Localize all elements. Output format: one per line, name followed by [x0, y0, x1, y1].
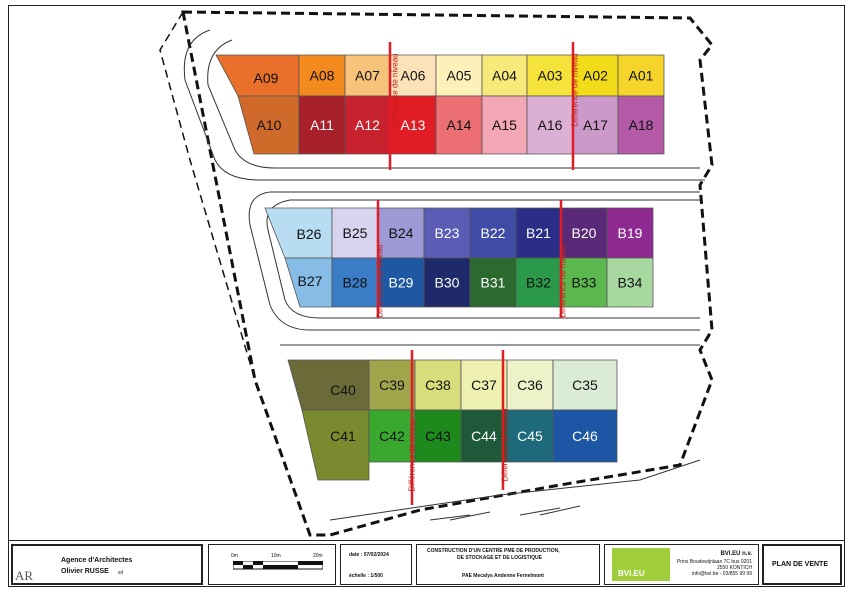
- road-b-outer: [248, 191, 700, 331]
- lot-label-a15: A15: [492, 117, 517, 133]
- lot-c46: [552, 409, 618, 463]
- lot-label-a12: A12: [355, 117, 380, 133]
- lot-label-c46: C46: [572, 428, 598, 444]
- architect-suffix: srl: [118, 570, 124, 576]
- project-location: PAE Mecalys Andenne Fernelmont: [462, 573, 544, 579]
- lot-label-a02: A02: [583, 68, 608, 84]
- level-note-2: Différence de niveau: [571, 53, 580, 126]
- lot-label-b30: B30: [435, 275, 460, 291]
- lot-label-c38: C38: [425, 377, 451, 393]
- lot-label-b31: B31: [481, 275, 506, 291]
- scale-bar: [233, 561, 323, 570]
- lot-a18: [617, 95, 665, 155]
- lot-label-c43: C43: [425, 428, 451, 444]
- scale-tick-0: 0m: [231, 553, 238, 559]
- plan-title: PLAN DE VENTE: [772, 561, 829, 568]
- lot-label-a11: A11: [310, 117, 334, 133]
- lot-label-c37: C37: [471, 377, 497, 393]
- lot-label-b25: B25: [343, 225, 368, 241]
- lot-label-a13: A13: [401, 117, 426, 133]
- lot-label-a03: A03: [538, 68, 563, 84]
- lot-label-a06: A06: [401, 68, 426, 84]
- lot-b34: [606, 257, 654, 308]
- lot-label-c36: C36: [517, 377, 543, 393]
- inner-boundary: [159, 11, 256, 381]
- hatch: [429, 505, 581, 521]
- architect-logo-mark: AR: [15, 568, 34, 583]
- lot-label-c45: C45: [517, 428, 543, 444]
- scale-bar-box: 0m 10m 20m: [208, 544, 336, 585]
- developer-name: BVI.EU n.v.: [720, 551, 752, 557]
- developer-contact: info@bvi.be - 03/855 99 99: [691, 571, 752, 577]
- project-title-line1: CONSTRUCTION D'UN CENTRE PME DE PRODUCTI…: [427, 548, 560, 554]
- lot-label-c40: C40: [330, 382, 356, 398]
- lot-label-c41: C41: [330, 428, 356, 444]
- date-label: date : 07/02/2024: [349, 552, 389, 558]
- lot-label-c44: C44: [471, 428, 497, 444]
- level-note-5: Différence de niveau: [408, 418, 417, 491]
- lot-label-b23: B23: [435, 225, 460, 241]
- lot-label-b32: B32: [526, 275, 551, 291]
- level-note-6: Différence de niveau: [501, 408, 510, 481]
- architect-name-line2: Olivier RUSSE: [61, 568, 109, 575]
- architect-name-line1: Agence d'Architectes: [61, 557, 133, 564]
- lot-label-a09: A09: [254, 70, 279, 86]
- road-b-inner: [266, 199, 700, 319]
- lot-label-a14: A14: [447, 117, 472, 133]
- lot-label-b20: B20: [572, 225, 597, 241]
- lot-label-b34: B34: [618, 275, 643, 291]
- lot-label-b27: B27: [298, 273, 323, 289]
- lot-label-c35: C35: [572, 377, 598, 393]
- lot-label-b29: B29: [389, 275, 414, 291]
- developer-box: BVI.EU BVI.EU n.v. Prins Boudewijnlaan 7…: [604, 544, 759, 585]
- lot-label-b26: B26: [297, 226, 322, 242]
- developer-address-1: Prins Boudewijnlaan 7C bus 0201: [676, 559, 752, 565]
- lot-label-a10: A10: [257, 117, 282, 133]
- road-curve-a: [183, 29, 705, 181]
- scale-tick-20: 20m: [313, 553, 323, 559]
- road-c: [280, 344, 701, 521]
- lot-label-b21: B21: [526, 225, 551, 241]
- scale-label: échelle : 1/500: [349, 573, 383, 579]
- scale-tick-10: 10m: [271, 553, 281, 559]
- lot-label-c39: C39: [379, 377, 405, 393]
- lot-label-a07: A07: [355, 68, 380, 84]
- level-note-4: Différence de niveau: [559, 244, 568, 317]
- lot-label-b22: B22: [481, 225, 506, 241]
- level-note-3: Différence de niveau: [376, 244, 385, 317]
- lot-label-a08: A08: [310, 68, 335, 84]
- lot-label-c42: C42: [379, 428, 405, 444]
- site-boundary: [181, 10, 714, 537]
- date-scale-box: date : 07/02/2024 échelle : 1/500: [340, 544, 412, 585]
- lot-label-b33: B33: [572, 275, 597, 291]
- bvi-logo: BVI.EU: [612, 548, 670, 581]
- lot-c40: [287, 359, 370, 411]
- lot-label-a01: A01: [629, 68, 654, 84]
- lot-label-a04: A04: [492, 68, 517, 84]
- lot-label-a05: A05: [447, 68, 472, 84]
- lot-label-a17: A17: [583, 117, 608, 133]
- lot-label-b28: B28: [343, 275, 368, 291]
- drawing-frame: [8, 5, 845, 587]
- title-block: AR Agence d'Architectes Olivier RUSSE sr…: [8, 540, 845, 587]
- lot-label-a18: A18: [629, 117, 654, 133]
- project-title-line2: DE STOCKAGE ET DE LOGISTIQUE: [457, 555, 542, 561]
- developer-address-2: 2550 KONTICH: [716, 565, 752, 571]
- lot-label-b24: B24: [389, 225, 414, 241]
- lot-label-a16: A16: [538, 117, 563, 133]
- lot-label-b19: B19: [618, 225, 643, 241]
- plan-title-box: PLAN DE VENTE: [762, 544, 842, 585]
- project-box: CONSTRUCTION D'UN CENTRE PME DE PRODUCTI…: [416, 544, 600, 585]
- architect-box: AR Agence d'Architectes Olivier RUSSE sr…: [11, 544, 203, 585]
- lot-c41: [301, 409, 370, 481]
- level-note-1: Différence de niveau: [391, 53, 400, 126]
- road-curve-b: [207, 39, 700, 169]
